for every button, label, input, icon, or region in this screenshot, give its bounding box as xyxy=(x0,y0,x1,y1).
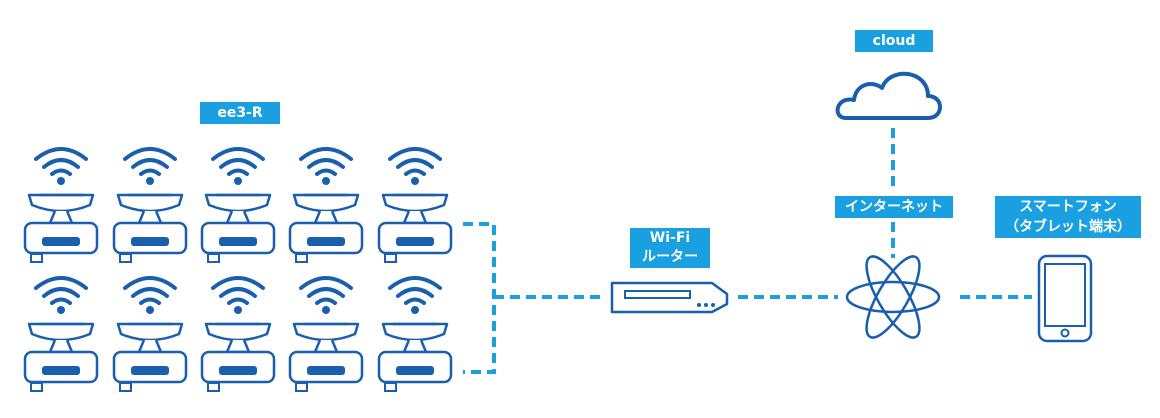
internet-label-text: インターネット xyxy=(845,199,943,215)
device-unit xyxy=(200,276,276,393)
connector-lines xyxy=(463,128,1032,374)
cloud-icon xyxy=(835,71,942,120)
router-label-line2: ルーター xyxy=(642,249,698,265)
internet-globe-icon xyxy=(845,255,941,339)
device-unit xyxy=(23,147,99,264)
device-unit xyxy=(23,276,99,393)
device-unit xyxy=(112,276,188,393)
internet-label: インターネット xyxy=(835,196,953,218)
phone-label-line2: （タブレット端末） xyxy=(1005,219,1131,235)
cloud-label: cloud xyxy=(855,30,933,52)
phone-label-line1: スマートフォン xyxy=(1019,199,1117,215)
router-label: Wi-Fi ルーター xyxy=(630,228,710,268)
device-unit xyxy=(377,147,453,264)
device-label-text: ee3-R xyxy=(217,105,263,121)
device-unit xyxy=(288,276,364,393)
device-unit xyxy=(377,276,453,393)
smartphone-icon xyxy=(1037,254,1093,343)
wifi-router-icon xyxy=(610,281,729,314)
cloud-label-text: cloud xyxy=(872,33,916,49)
device-unit xyxy=(200,147,276,264)
device-unit xyxy=(112,147,188,264)
phone-label: スマートフォン （タブレット端末） xyxy=(995,196,1141,238)
device-label: ee3-R xyxy=(200,102,280,124)
device-unit xyxy=(288,147,364,264)
router-label-line1: Wi-Fi xyxy=(649,230,691,246)
